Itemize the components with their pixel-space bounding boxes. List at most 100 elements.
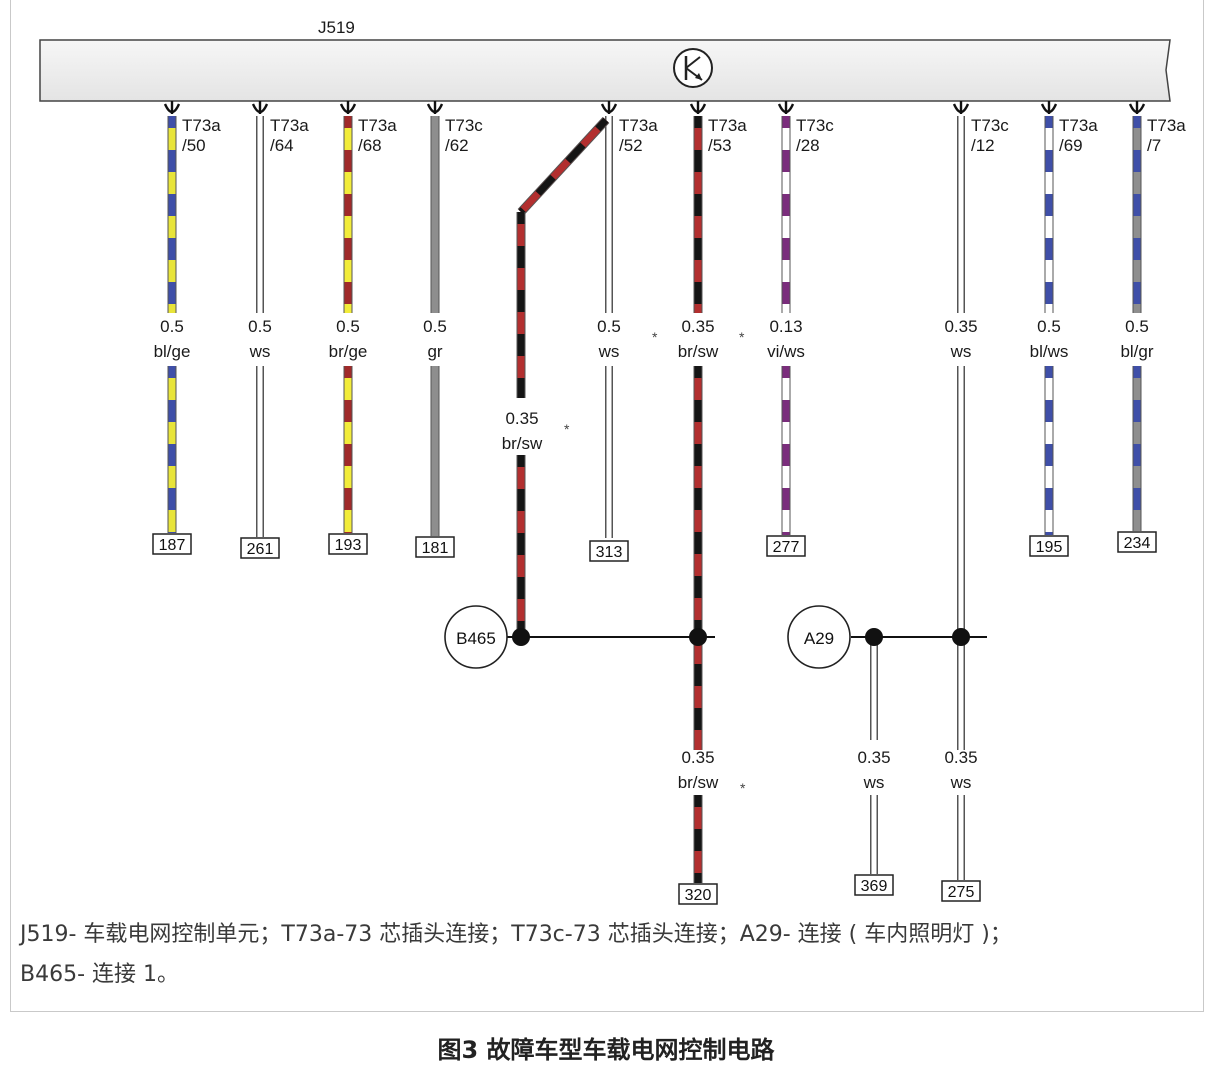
branch-wire-size: 0.35	[505, 409, 538, 428]
lower-terminal-w320-rect	[678, 883, 718, 905]
wire-color-p3: br/ge	[329, 342, 368, 361]
star-markers: * * * *	[564, 329, 746, 796]
pin-hook-p5	[600, 101, 618, 114]
wire-size-p4: 0.5	[423, 317, 447, 336]
a29-junction-dot-1	[865, 628, 883, 646]
pin-connector-p5: T73a	[619, 116, 658, 135]
branch-wire-diagonal	[517, 116, 610, 216]
lower-terminal-w275: 275	[941, 880, 981, 902]
wire-size-p2: 0.5	[248, 317, 272, 336]
lower-terminal-w320: 320	[678, 883, 718, 905]
pin-number-p10: /7	[1147, 136, 1161, 155]
pin-hook-p6	[689, 101, 707, 114]
wire-color-p5: ws	[598, 342, 620, 361]
svg-text:*: *	[652, 329, 658, 345]
terminal-p2-rect	[240, 537, 280, 559]
lower-terminal-w275-rect	[941, 880, 981, 902]
pin-number-p9: /69	[1059, 136, 1083, 155]
lower-wire-color-w369: ws	[863, 773, 885, 792]
terminal-p2-text: 261	[247, 541, 274, 558]
lower-wire-size-w369: 0.35	[857, 748, 890, 767]
terminal-p1-rect	[152, 533, 192, 555]
terminal-p3: 193	[328, 533, 368, 555]
svg-text:*: *	[739, 329, 745, 345]
transistor-symbol-icon	[673, 48, 713, 88]
branch-wire-diagonal-base	[518, 117, 609, 215]
pin-number-p1: /50	[182, 136, 206, 155]
terminal-p10-text: 234	[1124, 535, 1151, 552]
figure-caption: 图3 故障车型车载电网控制电路	[437, 1036, 775, 1064]
terminal-p2: 261	[240, 537, 280, 559]
terminal-p10: 234	[1117, 531, 1157, 553]
pin-connector-p1: T73a	[182, 116, 221, 135]
pin-connector-p9: T73a	[1059, 116, 1098, 135]
wire-color-p6: br/sw	[678, 342, 719, 361]
pin-number-p4: /62	[445, 136, 469, 155]
wire-color-p10: bl/gr	[1120, 342, 1153, 361]
lower-wire-size-w275: 0.35	[944, 748, 977, 767]
pin-connector-p3: T73a	[358, 116, 397, 135]
lower-terminal-w369: 369	[854, 874, 894, 896]
branch-wire-color: br/sw	[502, 434, 543, 453]
wire-color-p1: bl/ge	[154, 342, 191, 361]
b465-node-label: B465	[456, 629, 496, 648]
wire-size-p9: 0.5	[1037, 317, 1061, 336]
pin-hook-p7	[777, 101, 795, 114]
lower-wire-color-w320: br/sw	[678, 773, 719, 792]
pin-hook-p10	[1128, 101, 1146, 114]
svg-text:*: *	[740, 780, 746, 796]
b465-junction-dot-1	[512, 628, 530, 646]
pin-number-p7: /28	[796, 136, 820, 155]
wire-color-p8: ws	[950, 342, 972, 361]
terminal-p7-text: 277	[773, 539, 800, 556]
wiring-diagram: J519 T73a/500.5bl/ge187T73a/640.5ws261T7…	[39, 18, 1186, 905]
pin-connector-p6: T73a	[708, 116, 747, 135]
module-label: J519	[318, 18, 355, 37]
pin-number-p8: /12	[971, 136, 995, 155]
wire-color-p9: bl/ws	[1030, 342, 1069, 361]
lower-wire-color-w275: ws	[950, 773, 972, 792]
pin-hook-p8	[952, 101, 970, 114]
pin-hook-p3	[339, 101, 357, 114]
a29-node-circle	[787, 605, 851, 669]
pin-number-p5: /52	[619, 136, 643, 155]
lower-wire-size-w320: 0.35	[681, 748, 714, 767]
wire-size-p7: 0.13	[769, 317, 802, 336]
pin-connector-p7: T73c	[796, 116, 834, 135]
terminal-p5: 313	[589, 540, 629, 562]
pin-hook-p2	[251, 101, 269, 114]
wire-color-p4: gr	[427, 342, 442, 361]
terminal-p7: 277	[766, 535, 806, 557]
a29-junction-dot-2	[952, 628, 970, 646]
terminal-p9-text: 195	[1036, 539, 1063, 556]
terminal-p5-text: 313	[596, 544, 623, 561]
j519-module-bar	[39, 39, 1171, 102]
legend-line-2: B465- 连接 1。	[20, 962, 180, 987]
wire-size-p8: 0.35	[944, 317, 977, 336]
wire-color-p7: vi/ws	[767, 342, 805, 361]
terminal-p3-rect	[328, 533, 368, 555]
wire-size-p5: 0.5	[597, 317, 621, 336]
wire-size-p3: 0.5	[336, 317, 360, 336]
legend-line-1: J519- 车载电网控制单元；T73a-73 芯插头连接；T73c-73 芯插头…	[20, 922, 1012, 947]
wire-color-p2: ws	[249, 342, 271, 361]
pin-connector-p2: T73a	[270, 116, 309, 135]
lower-terminal-w275-text: 275	[948, 884, 975, 901]
svg-text:*: *	[564, 421, 570, 437]
lower-terminal-w369-rect	[854, 874, 894, 896]
pin-connector-p8: T73c	[971, 116, 1009, 135]
wire-size-p6: 0.35	[681, 317, 714, 336]
pins-layer	[163, 101, 1146, 114]
terminal-p10-rect	[1117, 531, 1157, 553]
pin-hook-p4	[426, 101, 444, 114]
terminal-p4-rect	[415, 536, 455, 558]
wires-layer	[167, 116, 1142, 883]
b465-junction-dot-2	[689, 628, 707, 646]
pin-number-p3: /68	[358, 136, 382, 155]
pin-connector-p4: T73c	[445, 116, 483, 135]
terminal-p7-rect	[766, 535, 806, 557]
b465-node-circle	[444, 605, 508, 669]
wire-size-p10: 0.5	[1125, 317, 1149, 336]
terminal-p5-rect	[589, 540, 629, 562]
terminal-p3-text: 193	[335, 537, 362, 554]
